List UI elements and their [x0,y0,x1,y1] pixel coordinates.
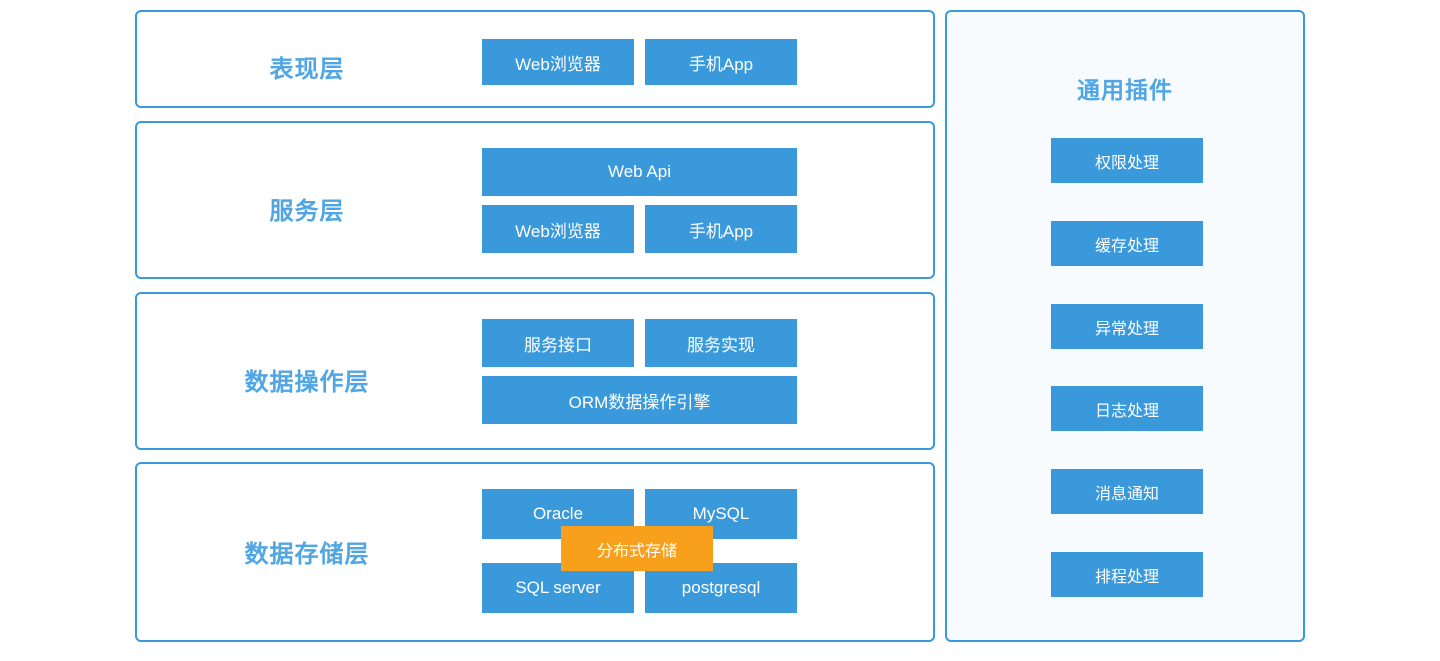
service-web-api-box[interactable]: Web Api [482,148,797,196]
presentation-layer-label: 表现层 [269,56,345,83]
service-layer-panel: 服务层 Web Api Web浏览器 手机App [135,121,935,279]
data-storage-layer-label: 数据存储层 [244,541,370,568]
presentation-web-browser-box[interactable]: Web浏览器 [482,39,634,85]
postgresql-box[interactable]: postgresql [645,563,797,613]
presentation-layer-panel: 表现层 Web浏览器 手机App [135,10,935,108]
service-layer-label: 服务层 [269,198,345,225]
service-implementation-box[interactable]: 服务实现 [645,319,797,367]
service-interface-box[interactable]: 服务接口 [482,319,634,367]
plugin-log-handling[interactable]: 日志处理 [1051,386,1203,431]
data-operation-layer-label: 数据操作层 [244,369,370,396]
data-storage-layer-panel: 数据存储层 Oracle MySQL SQL server postgresql… [135,462,935,642]
data-operation-layer-panel: 数据操作层 服务接口 服务实现 ORM数据操作引擎 [135,292,935,450]
plugin-schedule-handling[interactable]: 排程处理 [1051,552,1203,597]
plugin-message-notification[interactable]: 消息通知 [1051,469,1203,514]
common-plugins-panel: 通用插件 权限处理 缓存处理 异常处理 日志处理 消息通知 排程处理 [945,10,1305,642]
distributed-storage-box[interactable]: 分布式存储 [561,526,713,571]
oracle-box[interactable]: Oracle [482,489,634,539]
plugin-exception-handling[interactable]: 异常处理 [1051,304,1203,349]
sqlserver-box[interactable]: SQL server [482,563,634,613]
presentation-mobile-app-box[interactable]: 手机App [645,39,797,85]
service-mobile-app-box[interactable]: 手机App [645,205,797,253]
service-web-browser-box[interactable]: Web浏览器 [482,205,634,253]
orm-engine-box[interactable]: ORM数据操作引擎 [482,376,797,424]
common-plugins-title: 通用插件 [1077,77,1173,103]
plugin-cache-handling[interactable]: 缓存处理 [1051,221,1203,266]
plugin-permission-handling[interactable]: 权限处理 [1051,138,1203,183]
